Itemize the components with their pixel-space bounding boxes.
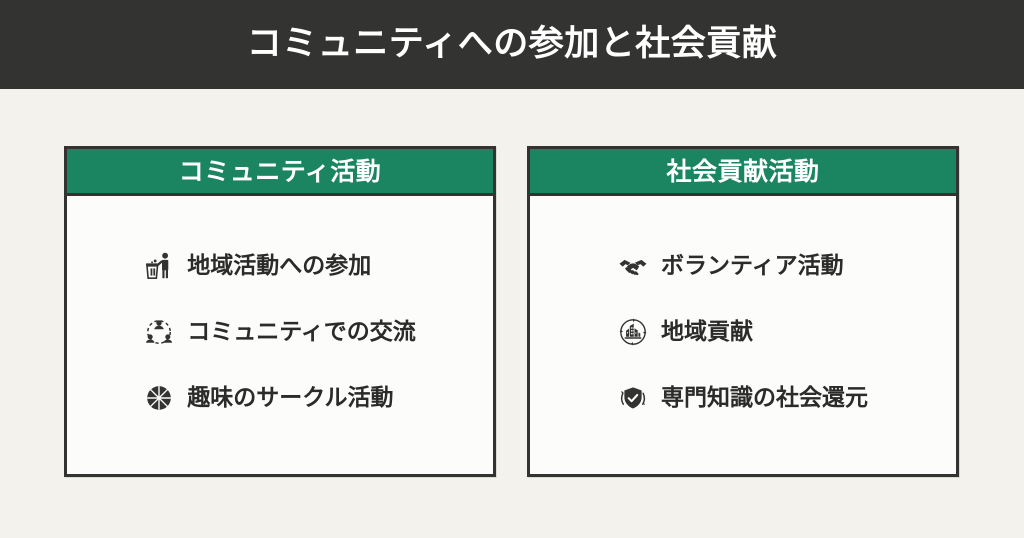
card-container: コミュニティ活動 xyxy=(64,146,960,477)
shield-check-refresh-icon xyxy=(618,383,648,413)
basketball-icon xyxy=(144,383,174,413)
list-item-label: コミュニティでの交流 xyxy=(187,318,416,345)
city-buildings-circle-icon xyxy=(618,317,648,347)
list-item: ボランティア活動 xyxy=(618,251,868,281)
card-header-label: コミュニティ活動 xyxy=(178,156,382,186)
card-body-community: 地域活動への参加 xyxy=(67,196,493,474)
card-social-contribution: 社会貢献活動 xyxy=(527,146,959,477)
item-list-community: 地域活動への参加 xyxy=(144,251,416,413)
card-header-community: コミュニティ活動 xyxy=(67,149,493,196)
list-item-label: ボランティア活動 xyxy=(661,252,844,279)
card-body-social: ボランティア活動 xyxy=(530,196,956,474)
card-header-social: 社会貢献活動 xyxy=(530,149,956,196)
page-title: コミュニティへの参加と社会貢献 xyxy=(246,24,778,64)
list-item: 地域活動への参加 xyxy=(144,251,416,281)
list-item: 地域貢献 xyxy=(618,317,868,347)
list-item-label: 専門知識の社会還元 xyxy=(661,384,868,411)
card-community-activities: コミュニティ活動 xyxy=(64,146,496,477)
handshake-icon xyxy=(618,251,648,281)
list-item: コミュニティでの交流 xyxy=(144,317,416,347)
list-item-label: 趣味のサークル活動 xyxy=(187,384,394,411)
person-litter-bin-icon xyxy=(144,251,174,281)
list-item: 専門知識の社会還元 xyxy=(618,383,868,413)
title-bar: コミュニティへの参加と社会貢献 xyxy=(0,0,1024,89)
card-header-label: 社会貢献活動 xyxy=(666,156,820,186)
list-item-label: 地域活動への参加 xyxy=(187,252,372,279)
item-list-social: ボランティア活動 xyxy=(618,251,868,413)
list-item-label: 地域貢献 xyxy=(661,318,753,345)
list-item: 趣味のサークル活動 xyxy=(144,383,416,413)
people-network-circle-icon xyxy=(144,317,174,347)
